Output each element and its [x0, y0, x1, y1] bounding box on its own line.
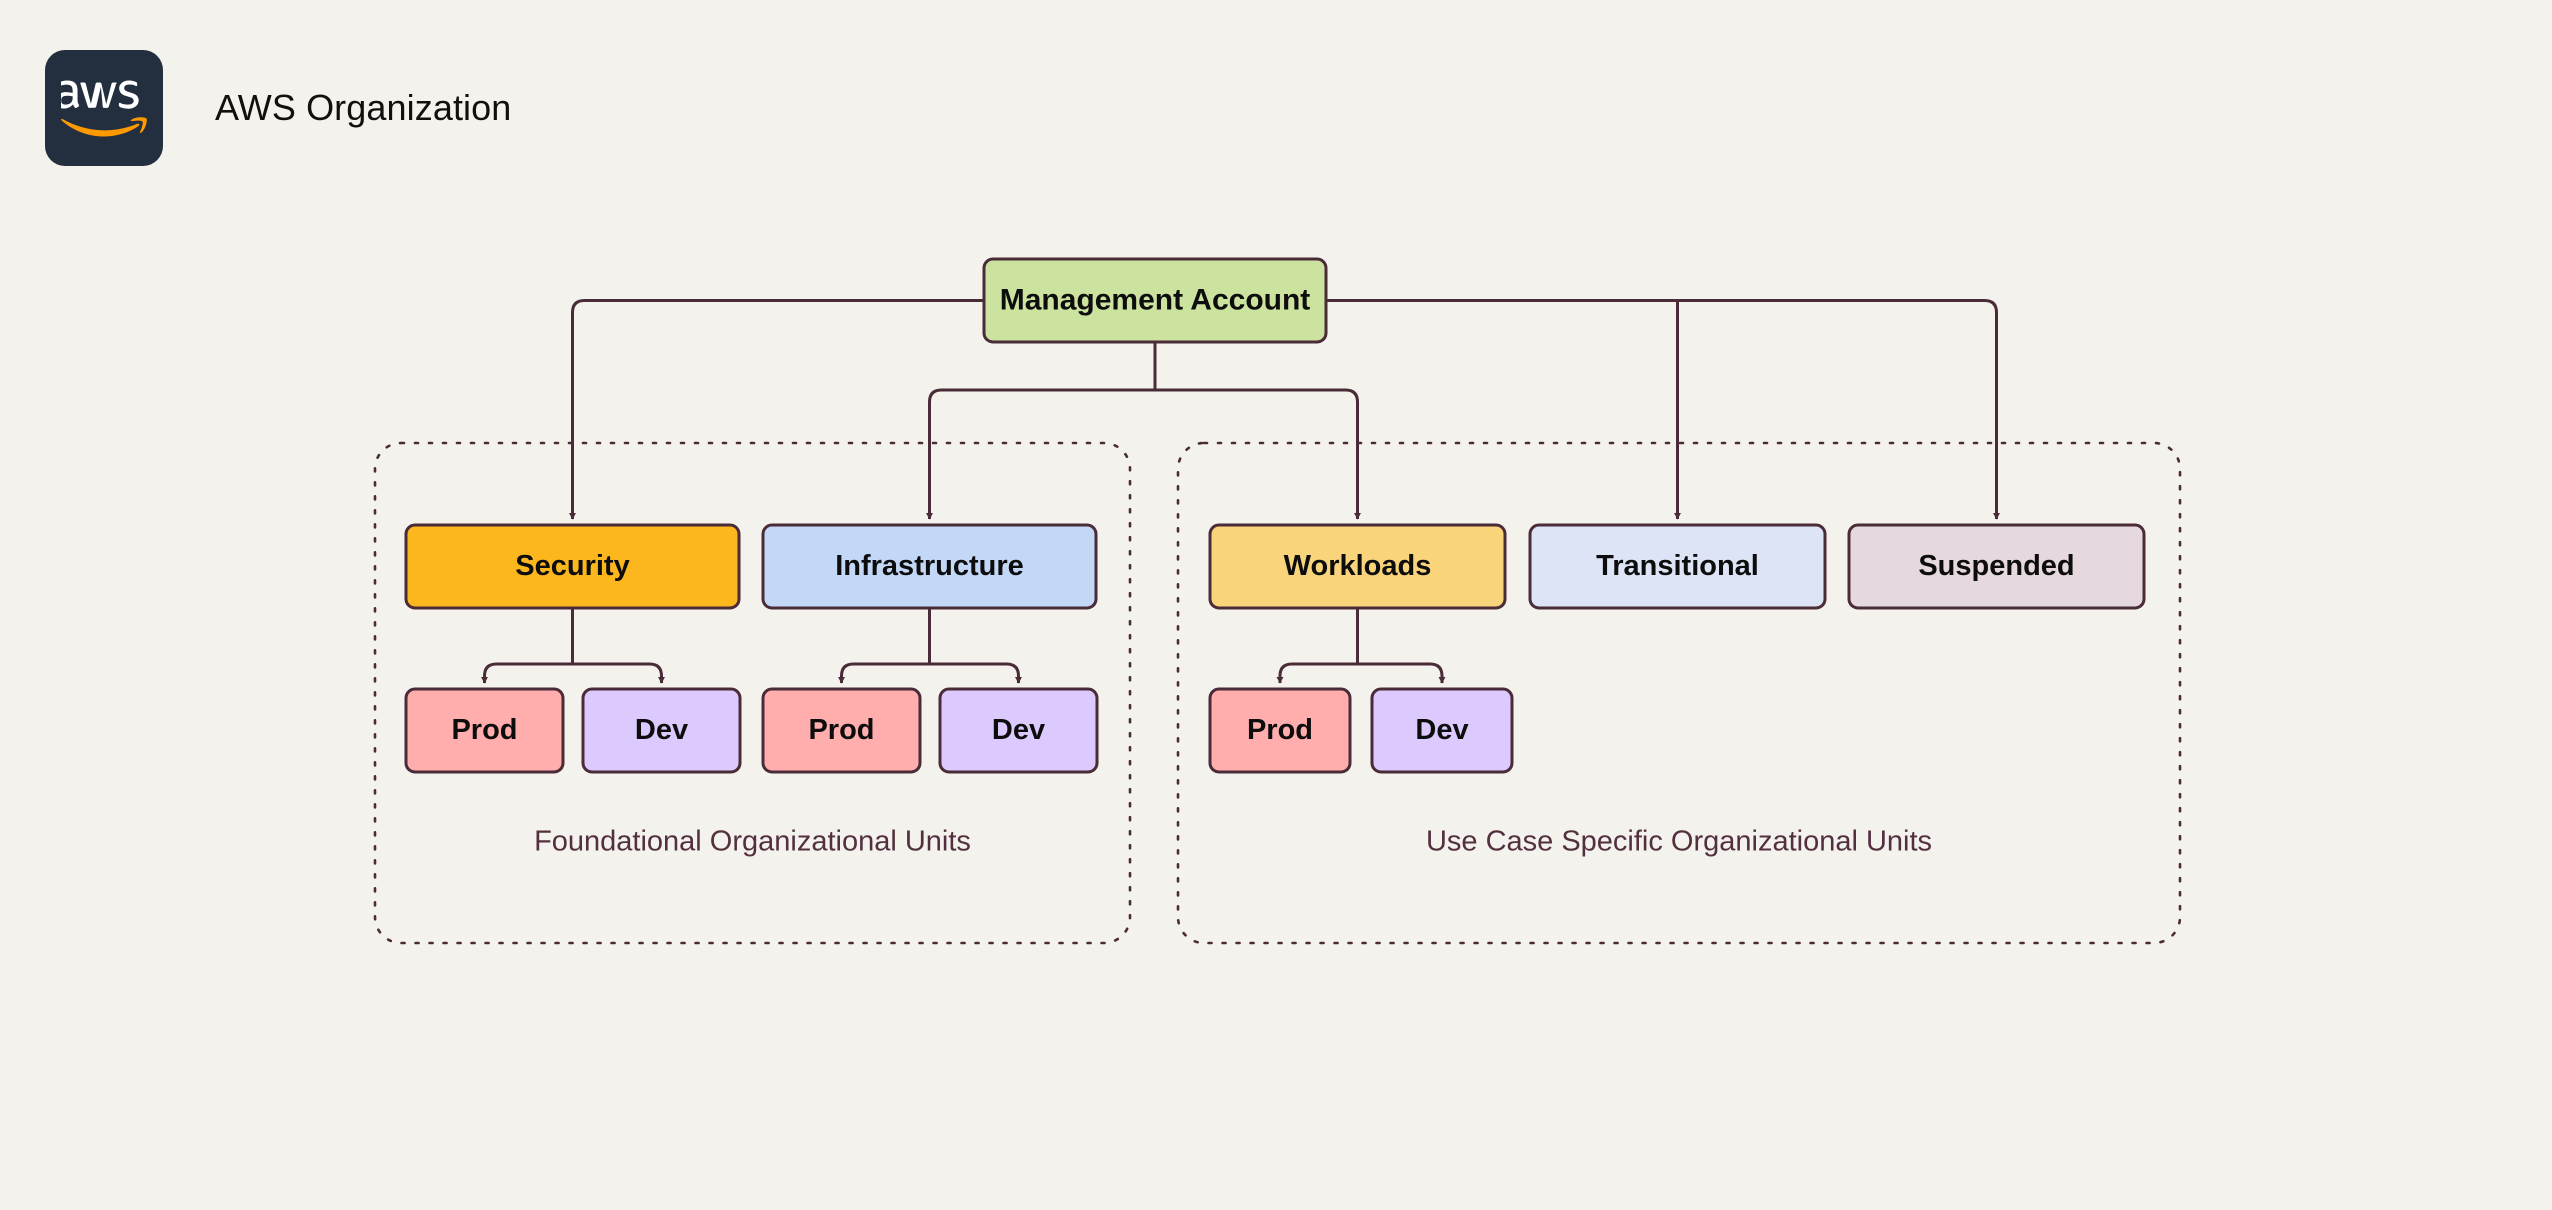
- group-foundational-border: [373, 441, 1132, 945]
- node-security-dev-label: Dev: [635, 714, 688, 746]
- edge-workloads-to-workloads-prod: [1276, 662, 1358, 684]
- edge-root-to-infrastructure: [926, 388, 1155, 520]
- node-suspended-label: Suspended: [1918, 550, 2074, 582]
- group-foundational-label: Foundational Organizational Units: [534, 826, 971, 858]
- node-workloads-dev-label: Dev: [1415, 714, 1468, 746]
- edge-security-to-security-dev: [572, 662, 665, 684]
- node-workloads-box[interactable]: [1208, 523, 1507, 610]
- node-management-account-label: Management Account: [1000, 283, 1311, 316]
- node-security-prod-box[interactable]: [404, 687, 565, 774]
- node-security-label: Security: [515, 550, 629, 582]
- node-workloads-prod[interactable]: Prod: [1208, 687, 1352, 774]
- edge-infrastructure-to-infrastructure-prod: [838, 662, 930, 684]
- node-transitional-label: Transitional: [1596, 550, 1759, 582]
- app-header: AWS Organization: [45, 50, 511, 166]
- node-workloads-prod-label: Prod: [1247, 714, 1313, 746]
- node-transitional-box[interactable]: [1528, 523, 1827, 610]
- node-workloads-dev-box[interactable]: [1370, 687, 1514, 774]
- edge-infrastructure-to-infrastructure-dev: [929, 662, 1022, 684]
- edge-workloads-to-workloads-dev: [1357, 662, 1446, 684]
- node-infrastructure-dev-label: Dev: [992, 714, 1045, 746]
- node-suspended[interactable]: Suspended: [1847, 523, 2146, 610]
- node-infrastructure-prod-box[interactable]: [761, 687, 922, 774]
- node-transitional[interactable]: Transitional: [1528, 523, 1827, 610]
- node-management-account-box[interactable]: [982, 257, 1328, 344]
- node-infrastructure-prod[interactable]: Prod: [761, 687, 922, 774]
- node-management-account[interactable]: Management Account: [982, 257, 1328, 344]
- node-infrastructure-dev[interactable]: Dev: [938, 687, 1099, 774]
- node-workloads-dev[interactable]: Dev: [1370, 687, 1514, 774]
- group-foundational: Foundational Organizational Units: [373, 441, 1132, 945]
- node-infrastructure-label: Infrastructure: [835, 550, 1024, 582]
- edge-security-to-security-prod: [481, 662, 573, 684]
- edge-root-to-security: [569, 299, 984, 520]
- node-suspended-box[interactable]: [1847, 523, 2146, 610]
- node-security-prod-label: Prod: [451, 714, 517, 746]
- group-use-case-specific-label: Use Case Specific Organizational Units: [1426, 826, 1932, 858]
- node-security-dev-box[interactable]: [581, 687, 742, 774]
- node-security-dev[interactable]: Dev: [581, 687, 742, 774]
- node-security[interactable]: Security: [404, 523, 741, 610]
- node-security-prod[interactable]: Prod: [404, 687, 565, 774]
- aws-logo-icon: [45, 50, 163, 166]
- edge-root-to-suspended: [1984, 299, 2000, 520]
- edge-root-to-workloads: [1155, 388, 1361, 520]
- connector-edges: [481, 299, 2000, 684]
- page-title: AWS Organization: [215, 87, 512, 128]
- node-workloads-label: Workloads: [1284, 550, 1432, 582]
- node-infrastructure[interactable]: Infrastructure: [761, 523, 1098, 610]
- node-security-box[interactable]: [404, 523, 741, 610]
- node-infrastructure-dev-box[interactable]: [938, 687, 1099, 774]
- node-infrastructure-prod-label: Prod: [808, 714, 874, 746]
- node-workloads-prod-box[interactable]: [1208, 687, 1352, 774]
- node-workloads[interactable]: Workloads: [1208, 523, 1507, 610]
- node-infrastructure-box[interactable]: [761, 523, 1098, 610]
